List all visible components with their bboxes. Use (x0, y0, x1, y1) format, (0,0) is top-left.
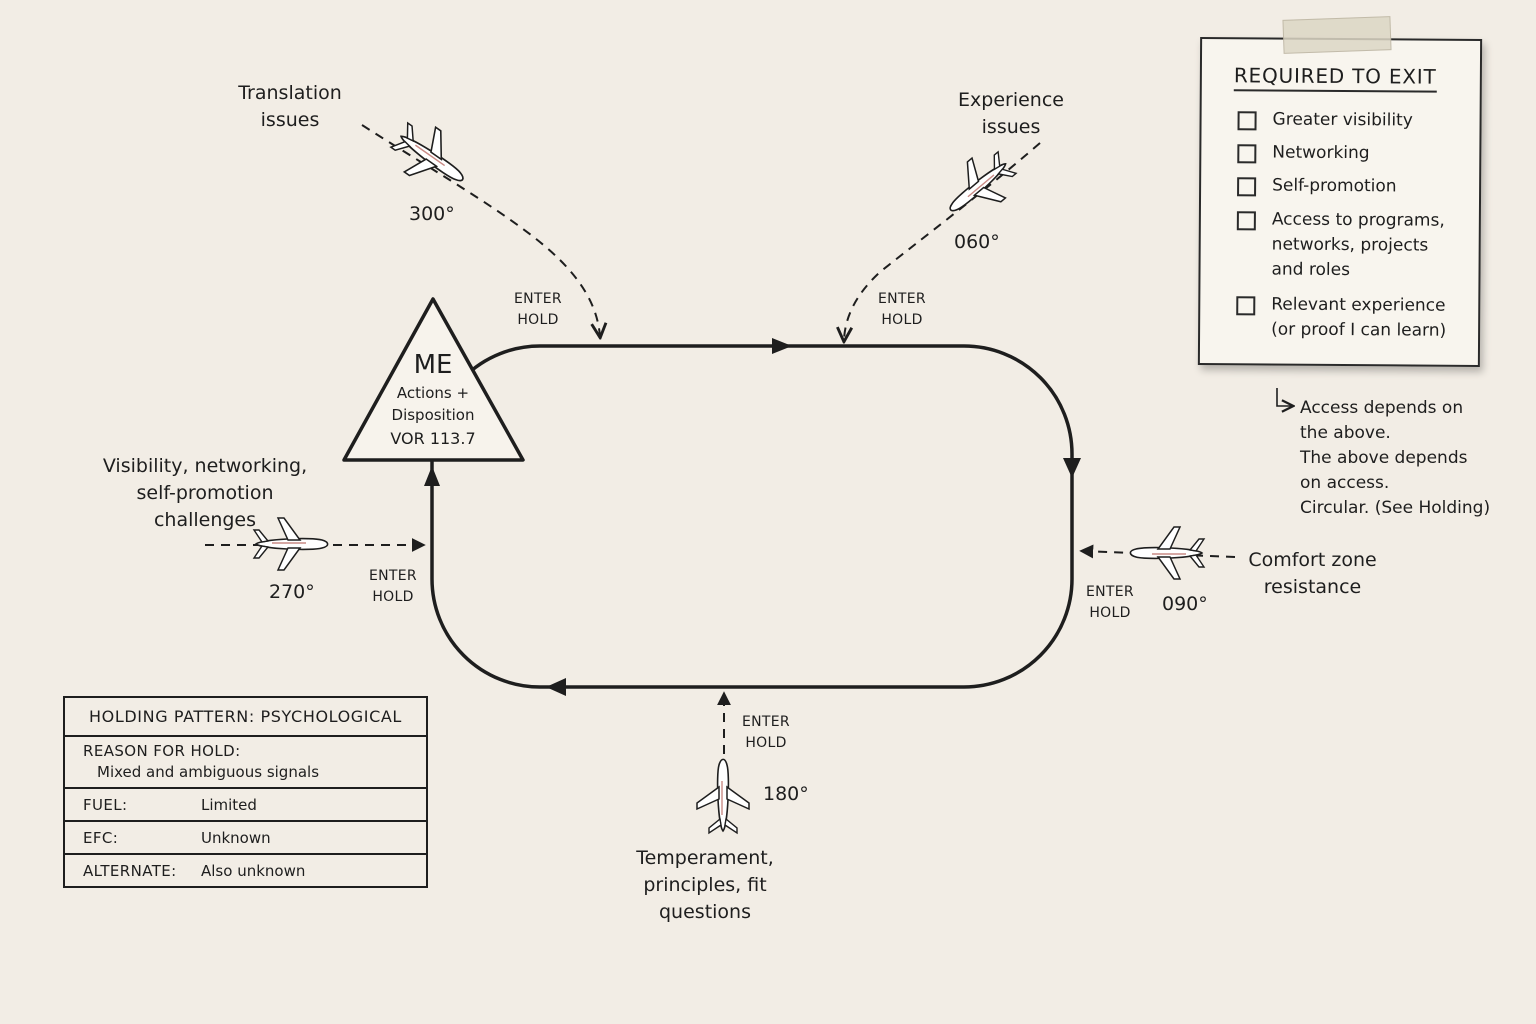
entry-label-comfort-zone: Comfort zone resistance (1248, 549, 1377, 598)
alternate-value: Also unknown (201, 861, 306, 880)
note-footnote: Access depends on the above. The above d… (1300, 398, 1491, 518)
entry-label-visibility: Visibility, networking, self-promotion c… (102, 455, 308, 531)
enter-hold-090: ENTER HOLD (1086, 584, 1134, 621)
fuel-value: Limited (201, 795, 257, 814)
track-arrow-north (424, 466, 440, 486)
exit-item-label: Networking (1272, 142, 1370, 164)
table-row-alternate: ALTERNATE: Also unknown (64, 853, 427, 887)
checkbox-icon[interactable] (1236, 211, 1256, 231)
table-row-reason: REASON FOR HOLD: Mixed and ambiguous sig… (64, 735, 427, 788)
exit-item-label: Self-promotion (1272, 175, 1397, 197)
exit-item-row: Relevant experience (or proof I can lear… (1236, 292, 1446, 343)
table-title: HOLDING PATTERN: PSYCHOLOGICAL (64, 696, 427, 736)
fix-line-3: VOR 113.7 (390, 429, 476, 448)
fix-triangle (342, 297, 525, 462)
heading-300: 300° (409, 203, 455, 225)
reason-value: Mixed and ambiguous signals (97, 763, 320, 781)
fix-name: ME (413, 350, 453, 380)
holding-racetrack (430, 344, 1074, 689)
holding-status-table: HOLDING PATTERN: PSYCHOLOGICAL REASON FO… (63, 696, 428, 888)
enter-hold-270: ENTER HOLD (369, 568, 417, 605)
efc-value: Unknown (201, 828, 271, 847)
fix-line-1: Actions + (396, 384, 470, 402)
entry-label-translation: Translation issues (238, 82, 342, 131)
tape-strip (1282, 16, 1392, 54)
exit-item-row: Self-promotion (1237, 173, 1397, 199)
exit-item-row: Networking (1237, 140, 1370, 166)
checkbox-icon[interactable] (1237, 144, 1257, 164)
plane-icon-180 (696, 758, 750, 834)
exit-item-label: Greater visibility (1272, 109, 1413, 131)
table-row-efc: EFC: Unknown (64, 820, 427, 854)
exit-item-row: Access to programs, networks, projects a… (1236, 207, 1445, 283)
enter-hold-180: ENTER HOLD (742, 714, 790, 751)
track-arrow-west (546, 678, 566, 696)
exit-item-label: Relevant experience (or proof I can lear… (1271, 294, 1447, 341)
plane-icon-060 (933, 141, 1025, 231)
entry-label-temperament: Temperament, principles, fit questions (636, 847, 774, 923)
track-arrow-east (772, 338, 792, 354)
plane-icon-090 (1129, 526, 1205, 580)
alternate-label: ALTERNATE: (83, 861, 177, 880)
track-arrow-south (1063, 458, 1081, 478)
efc-label: EFC: (83, 828, 119, 847)
exit-item-row: Greater visibility (1237, 107, 1413, 133)
table-row-fuel: FUEL: Limited (64, 787, 427, 821)
note-footnote-arrow (1276, 388, 1292, 406)
fix-line-2: Disposition (391, 406, 475, 424)
exit-requirements-note: REQUIRED TO EXIT Greater visibility Netw… (1197, 37, 1483, 367)
enter-hold-300: ENTER HOLD (514, 291, 562, 328)
checkbox-icon[interactable] (1237, 111, 1257, 131)
exit-item-label: Access to programs, networks, projects a… (1271, 209, 1445, 281)
enter-hold-060: ENTER HOLD (878, 291, 926, 328)
heading-270: 270° (269, 581, 315, 603)
reason-label: REASON FOR HOLD: (83, 742, 241, 760)
heading-060: 060° (954, 231, 1000, 253)
entry-path-060 (844, 142, 1041, 340)
entry-label-experience: Experience issues (958, 89, 1064, 138)
checkbox-icon[interactable] (1237, 177, 1257, 197)
fuel-label: FUEL: (83, 795, 128, 814)
heading-090: 090° (1162, 593, 1208, 615)
note-title: REQUIRED TO EXIT (1233, 63, 1437, 93)
heading-180: 180° (763, 783, 809, 805)
entry-path-300 (361, 124, 600, 336)
checkbox-icon[interactable] (1236, 296, 1256, 316)
